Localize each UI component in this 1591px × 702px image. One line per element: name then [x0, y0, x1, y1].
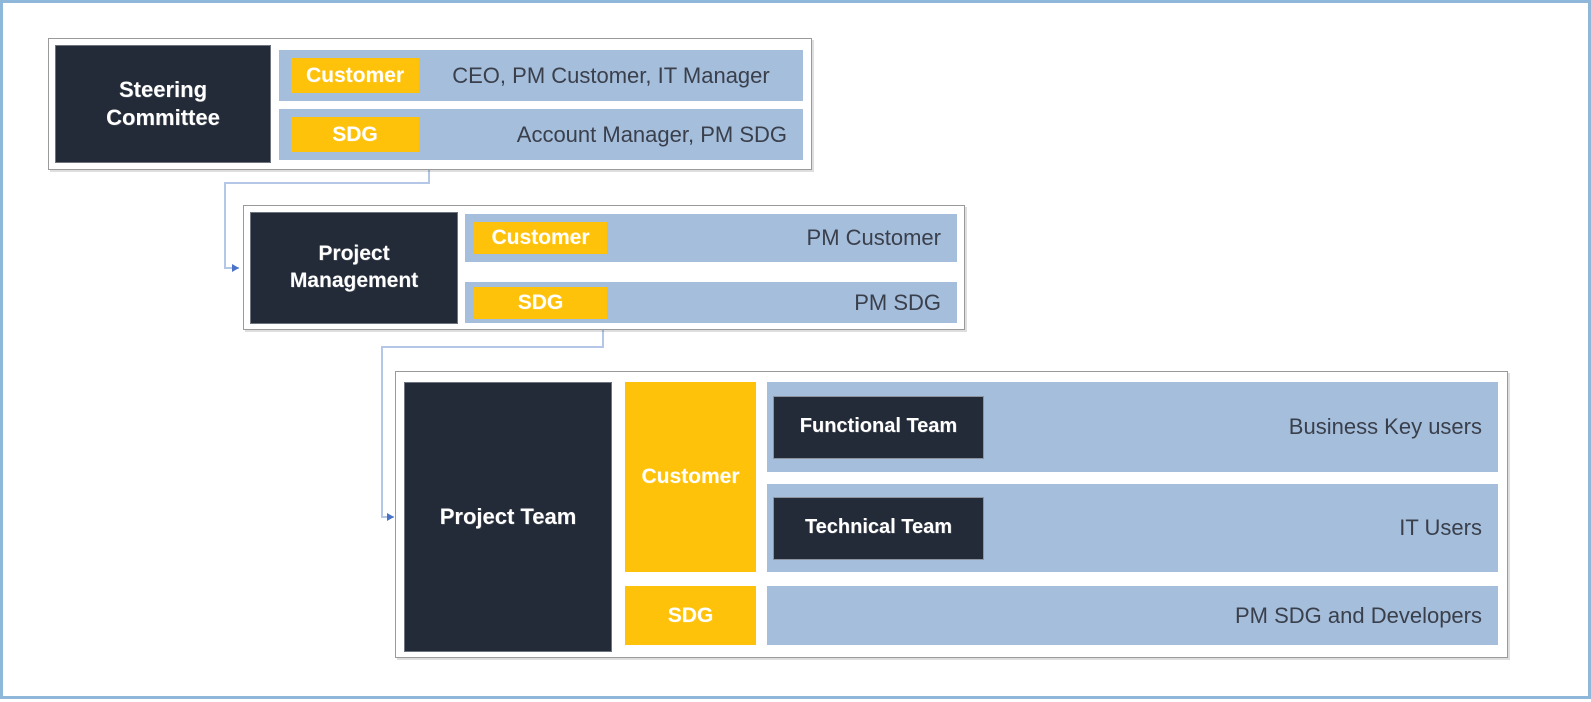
steering-committee-title-box: Steering Committee — [55, 45, 271, 163]
project-management-title-box: Project Management — [250, 212, 458, 324]
team-subteam-box-functional: Functional Team — [773, 395, 984, 459]
management-row-sdg: SDG PM SDG — [465, 282, 957, 323]
steering-row-sdg: SDG Account Manager, PM SDG — [279, 109, 803, 160]
management-row-customer: Customer PM Customer — [465, 214, 957, 262]
steering-committee-title-line2: Committee — [106, 105, 220, 130]
management-members-sdg: PM SDG — [854, 289, 941, 315]
steering-row-customer: Customer CEO, PM Customer, IT Manager — [279, 50, 803, 101]
team-row-sdg: PM SDG and Developers — [767, 586, 1498, 645]
team-row-functional: Functional Team Business Key users — [767, 382, 1498, 472]
management-members-customer: PM Customer — [806, 225, 941, 250]
team-subteam-box-technical: Technical Team — [773, 496, 984, 560]
group-project-team: Project Team Customer SDG Functional Tea… — [395, 371, 1508, 658]
project-team-title: Project Team — [439, 503, 577, 529]
group-steering-committee: Steering Committee Customer CEO, PM Cust… — [48, 38, 812, 170]
team-party-block-customer: Customer — [625, 382, 756, 572]
team-members-functional: Business Key users — [1288, 414, 1482, 439]
group-project-management: Project Management Customer PM Customer … — [243, 205, 965, 330]
steering-members-customer: CEO, PM Customer, IT Manager — [452, 62, 770, 88]
project-management-title-line2: Management — [289, 269, 419, 292]
steering-committee-title-line1: Steering — [118, 76, 208, 102]
team-members-sdg: PM SDG and Developers — [1235, 602, 1482, 628]
project-management-title-line1: Project — [318, 242, 390, 266]
management-party-chip-sdg: SDG — [474, 286, 607, 319]
team-row-technical: Technical Team IT Users — [767, 484, 1498, 572]
team-members-technical: IT Users — [1399, 515, 1482, 540]
steering-party-chip-customer: Customer — [291, 58, 419, 93]
steering-members-sdg: Account Manager, PM SDG — [516, 121, 787, 147]
project-team-title-box: Project Team — [404, 382, 612, 652]
steering-party-chip-sdg: SDG — [291, 117, 419, 152]
team-party-block-sdg: SDG — [625, 586, 756, 645]
management-party-chip-customer: Customer — [474, 222, 607, 254]
